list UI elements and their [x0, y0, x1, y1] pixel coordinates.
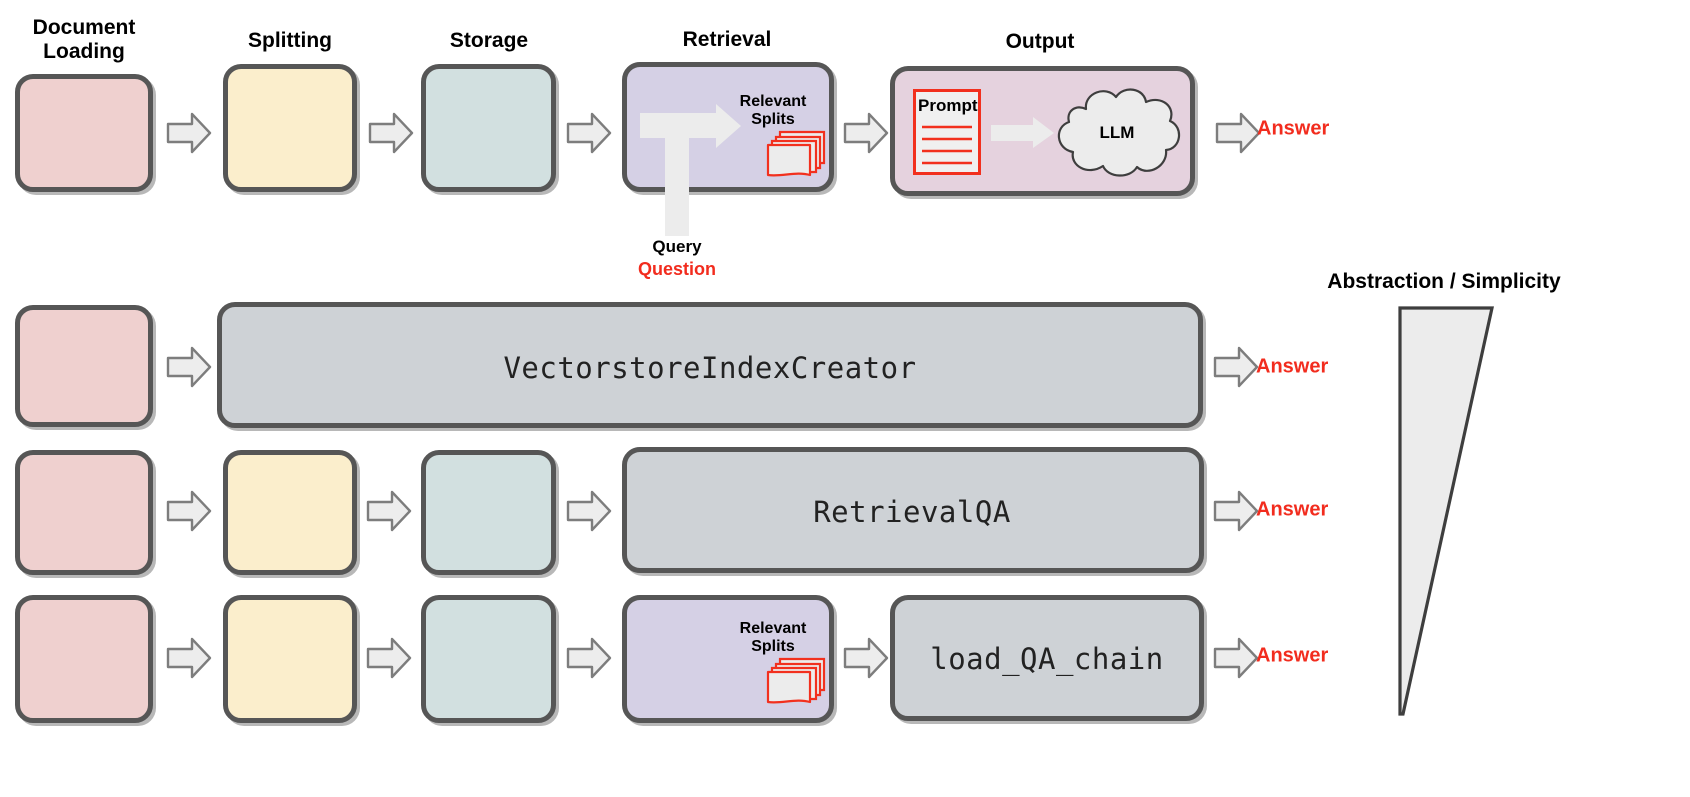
row2-arrow-2 — [1213, 345, 1259, 389]
prompt-label: Prompt — [918, 96, 978, 115]
column-label-storage: Storage — [449, 29, 529, 52]
row2-box-label: VectorstoreIndexCreator — [503, 351, 917, 385]
retrieval-query-stem — [665, 134, 689, 236]
row4-answer-label: Answer — [1256, 644, 1329, 667]
row1-arrow-1 — [166, 111, 212, 155]
row1-relevant-splits-icon — [766, 130, 828, 178]
column-label-output: Output — [1005, 30, 1075, 53]
prompt-sheet-icon — [913, 89, 981, 175]
row3-splitting-box[interactable] — [223, 450, 357, 575]
row3-arrow-3 — [566, 489, 612, 533]
llm-label: LLM — [1099, 123, 1135, 142]
row2-document-loading-box[interactable] — [15, 305, 153, 427]
row3-retrievalqa-box[interactable] — [622, 447, 1204, 573]
row3-storage-box[interactable] — [421, 450, 556, 575]
row4-arrow-1 — [166, 636, 212, 680]
column-label-splitting: Splitting — [248, 29, 332, 52]
row1-arrow-5 — [1215, 111, 1261, 155]
row4-arrow-4 — [843, 636, 889, 680]
row2-arrow-1 — [166, 345, 212, 389]
column-label-retrieval: Retrieval — [682, 28, 772, 51]
row1-arrow-4 — [843, 111, 889, 155]
row4-splitting-box[interactable] — [223, 595, 357, 723]
row3-arrow-1 — [166, 489, 212, 533]
row4-arrow-5 — [1213, 636, 1259, 680]
row4-relevant-splits-label: Relevant Splits — [739, 620, 807, 655]
row1-arrow-3 — [566, 111, 612, 155]
row1-document-loading-box[interactable] — [15, 74, 153, 192]
row4-arrow-3 — [566, 636, 612, 680]
row4-load-qa-chain-box[interactable] — [890, 595, 1204, 721]
row1-answer-label: Answer — [1257, 117, 1330, 140]
abstraction-simplicity-label: Abstraction / Simplicity — [1327, 270, 1561, 293]
row4-box-label: load_QA_chain — [930, 642, 1164, 676]
row3-document-loading-box[interactable] — [15, 450, 153, 575]
row2-vectorstore-index-creator-box[interactable] — [217, 302, 1203, 428]
row4-arrow-2 — [366, 636, 412, 680]
row3-arrow-4 — [1213, 489, 1259, 533]
abstraction-triangle — [1395, 305, 1500, 717]
llm-cloud-icon — [1048, 83, 1188, 183]
row4-relevant-splits-icon — [766, 657, 828, 705]
row3-answer-label: Answer — [1256, 498, 1329, 521]
query-label: Query — [652, 237, 702, 256]
row1-relevant-splits-label: Relevant Splits — [739, 93, 807, 128]
prompt-to-llm-arrow — [991, 117, 1055, 149]
row3-arrow-2 — [366, 489, 412, 533]
row4-storage-box[interactable] — [421, 595, 556, 723]
row1-arrow-2 — [368, 111, 414, 155]
row2-answer-label: Answer — [1256, 355, 1329, 378]
column-label-document-loading: Document Loading — [32, 16, 136, 63]
row1-splitting-box[interactable] — [223, 64, 357, 192]
row4-document-loading-box[interactable] — [15, 595, 153, 723]
question-label: Question — [637, 259, 717, 279]
row3-box-label: RetrievalQA — [813, 495, 1011, 529]
row1-storage-box[interactable] — [421, 64, 556, 192]
